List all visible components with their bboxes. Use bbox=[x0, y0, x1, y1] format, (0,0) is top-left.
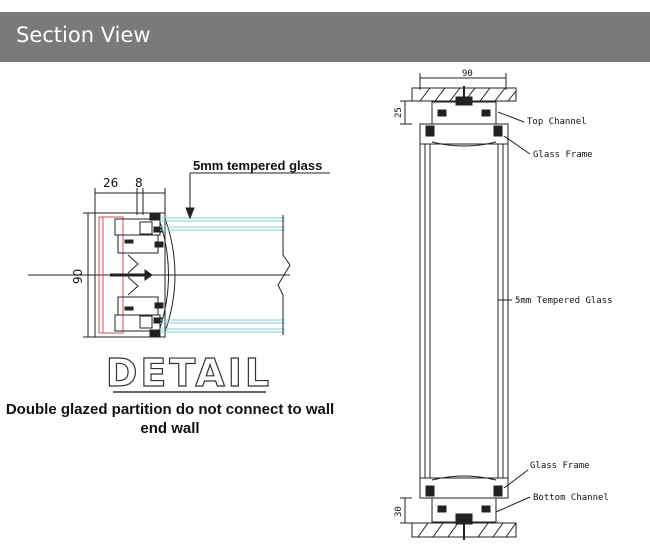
label-top-channel: Top Channel bbox=[527, 117, 587, 127]
dim-height: 90 bbox=[71, 269, 85, 284]
label-glass-frame-top: Glass Frame bbox=[533, 150, 593, 160]
caption-line-2: end wall bbox=[140, 420, 200, 437]
detail-title: DETAIL bbox=[106, 351, 272, 395]
dim-width-a: 26 bbox=[103, 176, 118, 190]
label-glass-frame-bottom: Glass Frame bbox=[530, 461, 590, 471]
dim-bottom-height: 30 bbox=[394, 506, 404, 517]
section-title: Section View bbox=[16, 23, 151, 47]
detail-drawing bbox=[28, 172, 330, 338]
dim-top-height: 25 bbox=[394, 107, 404, 118]
glass-label: 5mm tempered glass bbox=[193, 158, 322, 173]
section-header-bar: Section View bbox=[0, 12, 650, 62]
dim-width-b: 8 bbox=[135, 176, 143, 190]
caption-line-1: Double glazed partition do not connect t… bbox=[5, 401, 335, 418]
label-tempered-glass: 5mm Tempered Glass bbox=[515, 296, 613, 306]
section-drawing bbox=[400, 73, 531, 540]
detail-caption: Double glazed partition do not connect t… bbox=[0, 400, 340, 438]
label-bottom-channel: Bottom Channel bbox=[533, 493, 609, 503]
dim-top-width: 90 bbox=[462, 69, 473, 79]
